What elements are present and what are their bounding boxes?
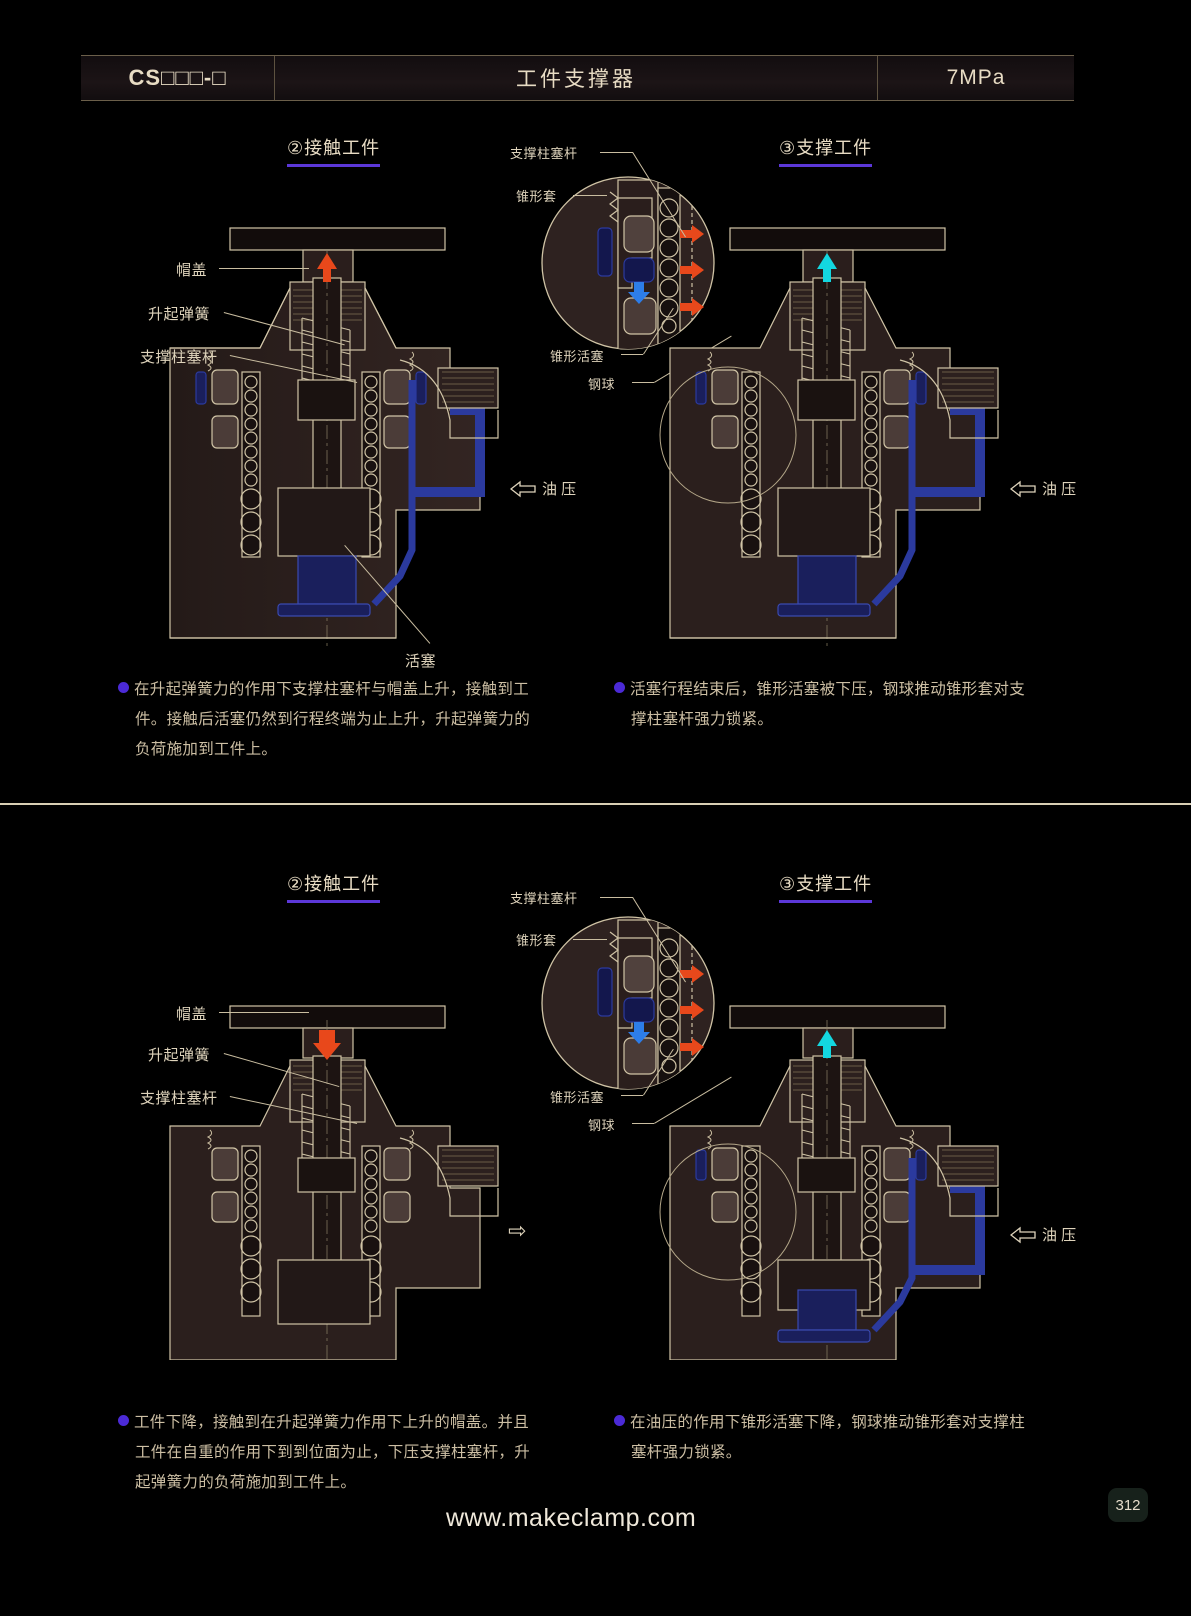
label-rod-top-left: 支撑柱塞杆	[140, 349, 218, 366]
caption-top-right: 活塞行程结束后，锥形活塞被下压，钢球推动锥形套对支 撑柱塞杆强力锁紧。	[614, 675, 1074, 735]
oil-pressure-label: 油 压	[1042, 481, 1077, 498]
leader-cap-bottom-left	[219, 1012, 309, 1013]
detail-leader-cpiston-bottom	[621, 1095, 643, 1096]
detail-arrow-ball-push	[680, 225, 704, 316]
caption-bottom-left: 工件下降，接触到在升起弹簧力作用下上升的帽盖。并且 工件在自重的作用下到到位面为…	[118, 1408, 578, 1498]
detail-circle-top	[541, 176, 715, 350]
detail-label-cpiston-top: 锥形活塞	[550, 349, 605, 364]
motion-arrow-up-cyan	[817, 1030, 837, 1058]
caption-line: 起弹簧力的负荷施加到工件上。	[135, 1474, 357, 1491]
caption-line: 撑柱塞杆强力锁紧。	[631, 711, 774, 728]
model-code: CS□□□-□	[81, 56, 275, 100]
detail-label-ball-bottom: 钢球	[588, 1118, 616, 1133]
caption-line: 工件下降，接触到在升起弹簧力作用下上升的帽盖。并且	[134, 1414, 530, 1431]
page-number: 312	[1108, 1488, 1148, 1522]
bullet-icon	[118, 682, 129, 693]
page-title: 工件支撑器	[275, 56, 878, 100]
detail-arrow-piston-down	[628, 1022, 650, 1044]
oil-pressure-bottom-right: 油 压	[1010, 1224, 1076, 1245]
label-spring-top-left: 升起弹簧	[148, 306, 211, 323]
oil-arrow-icon	[1010, 480, 1036, 497]
detail-leader-rod-bottom	[600, 897, 633, 898]
bullet-icon	[614, 1415, 625, 1426]
label-piston-top-left: 活塞	[405, 653, 437, 670]
cross-section-bottom-left	[169, 1005, 499, 1360]
flow-marker-bottom-left: ⇨	[508, 1218, 527, 1243]
detail-label-cpiston-bottom: 锥形活塞	[550, 1090, 605, 1105]
detail-leader-ball-top	[632, 382, 654, 383]
caption-line: 件。接触后活塞仍然到行程终端为止上升，升起弹簧力的	[135, 711, 531, 728]
caption-line: 活塞行程结束后，锥形活塞被下压，钢球推动锥形套对支	[630, 681, 1026, 698]
detail-label-rod-bottom: 支撑柱塞杆	[510, 891, 578, 906]
motion-arrow-down-red	[313, 1030, 341, 1060]
pressure-rating: 7MPa	[946, 66, 1006, 89]
label-spring-bottom-left: 升起弹簧	[148, 1047, 211, 1064]
cross-section-bottom-right	[659, 1005, 999, 1360]
detail-label-sleeve-top: 锥形套	[516, 189, 557, 204]
detail-label-sleeve-bottom: 锥形套	[516, 933, 557, 948]
oil-arrow-icon	[1010, 1226, 1036, 1243]
caption-line: 塞杆强力锁紧。	[631, 1444, 742, 1461]
detail-leader-rod-top	[600, 152, 633, 153]
leader-cap-top-left	[219, 268, 309, 269]
step-title-bottom-right: ③支撑工件	[779, 870, 873, 903]
cross-section-top-left	[169, 227, 499, 650]
header-bar: CS□□□-□ 工件支撑器 7MPa	[81, 55, 1074, 101]
caption-bottom-right: 在油压的作用下锥形活塞下降，钢球推动锥形套对支撑柱 塞杆强力锁紧。	[614, 1408, 1074, 1468]
cross-section-top-right	[659, 227, 999, 650]
detail-arrow-piston-down	[628, 282, 650, 304]
label-rod-bottom-left: 支撑柱塞杆	[140, 1090, 218, 1107]
oil-pressure-label: 油 压	[542, 481, 577, 498]
step-title-top-right: ③支撑工件	[779, 134, 873, 167]
oil-pressure-top-left: 油 压	[510, 478, 576, 499]
label-cap-top-left: 帽盖	[176, 262, 208, 279]
detail-leader-cpiston-top	[621, 354, 643, 355]
oil-pressure-top-right: 油 压	[1010, 478, 1076, 499]
oil-arrow-icon	[510, 480, 536, 497]
caption-line: 工件在自重的作用下到到位面为止，下压支撑柱塞杆，升	[135, 1444, 531, 1461]
caption-line: 负荷施加到工件上。	[135, 741, 278, 758]
caption-line: 在油压的作用下锥形活塞下降，钢球推动锥形套对支撑柱	[630, 1414, 1026, 1431]
detail-leader-sleeve-bottom	[573, 939, 607, 940]
detail-leader-sleeve-top	[573, 195, 607, 196]
detail-arrow-ball-push	[680, 965, 704, 1056]
detail-circle-bottom	[541, 916, 715, 1090]
detail-label-rod-top: 支撑柱塞杆	[510, 146, 578, 161]
section-divider	[0, 803, 1191, 805]
step-title-top-left: ②接触工件	[287, 134, 381, 167]
motion-arrow-up-cyan	[817, 253, 837, 282]
caption-line: 在升起弹簧力的作用下支撑柱塞杆与帽盖上升，接触到工	[134, 681, 530, 698]
step-title-bottom-left: ②接触工件	[287, 870, 381, 903]
motion-arrow-up-red	[317, 253, 337, 282]
caption-top-left: 在升起弹簧力的作用下支撑柱塞杆与帽盖上升，接触到工 件。接触后活塞仍然到行程终端…	[118, 675, 578, 765]
label-cap-bottom-left: 帽盖	[176, 1006, 208, 1023]
detail-leader-ball-bottom	[632, 1123, 654, 1124]
oil-pressure-label: 油 压	[1042, 1227, 1077, 1244]
detail-label-ball-top: 钢球	[588, 377, 616, 392]
bullet-icon	[614, 682, 625, 693]
website-url[interactable]: www.makeclamp.com	[446, 1504, 697, 1532]
bullet-icon	[118, 1415, 129, 1426]
